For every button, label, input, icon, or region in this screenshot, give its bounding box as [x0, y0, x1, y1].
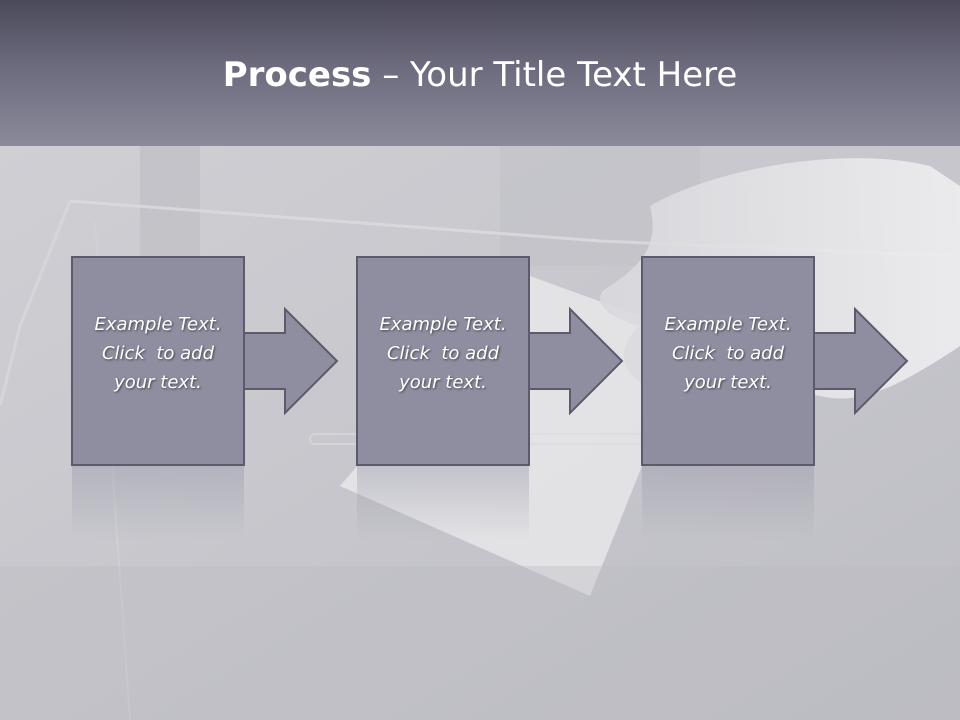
step-1-line-3: your text. — [114, 372, 202, 393]
step-3-arrow — [813, 306, 909, 416]
title-bar: Process – Your Title Text Here — [0, 0, 960, 146]
process-step-3[interactable] — [641, 256, 909, 540]
step-1-line-2: Click to add — [101, 343, 214, 364]
step-1-text[interactable]: Example Text. Click to add your text. — [72, 310, 244, 397]
step-2-arrow — [528, 306, 624, 416]
step-2-line-2: Click to add — [386, 343, 499, 364]
process-step-2[interactable] — [356, 256, 624, 540]
step-1-reflection — [72, 465, 244, 540]
slide-title[interactable]: Process – Your Title Text Here — [0, 52, 960, 98]
step-3-text[interactable]: Example Text. Click to add your text. — [642, 310, 814, 397]
step-2-line-3: your text. — [399, 372, 487, 393]
step-2-line-1: Example Text. — [379, 314, 507, 335]
step-1-arrow — [243, 306, 339, 416]
step-2-reflection — [357, 465, 529, 540]
step-3-line-1: Example Text. — [664, 314, 792, 335]
process-step-1[interactable] — [71, 256, 339, 540]
step-3-line-2: Click to add — [671, 343, 784, 364]
step-3-box — [641, 256, 815, 466]
step-3-reflection — [642, 465, 814, 540]
step-2-text[interactable]: Example Text. Click to add your text. — [357, 310, 529, 397]
step-2-box — [356, 256, 530, 466]
step-1-box — [71, 256, 245, 466]
step-1-line-1: Example Text. — [94, 314, 222, 335]
step-3-line-3: your text. — [684, 372, 772, 393]
title-bold: Process — [222, 55, 372, 95]
title-rest: – Your Title Text Here — [371, 55, 738, 95]
